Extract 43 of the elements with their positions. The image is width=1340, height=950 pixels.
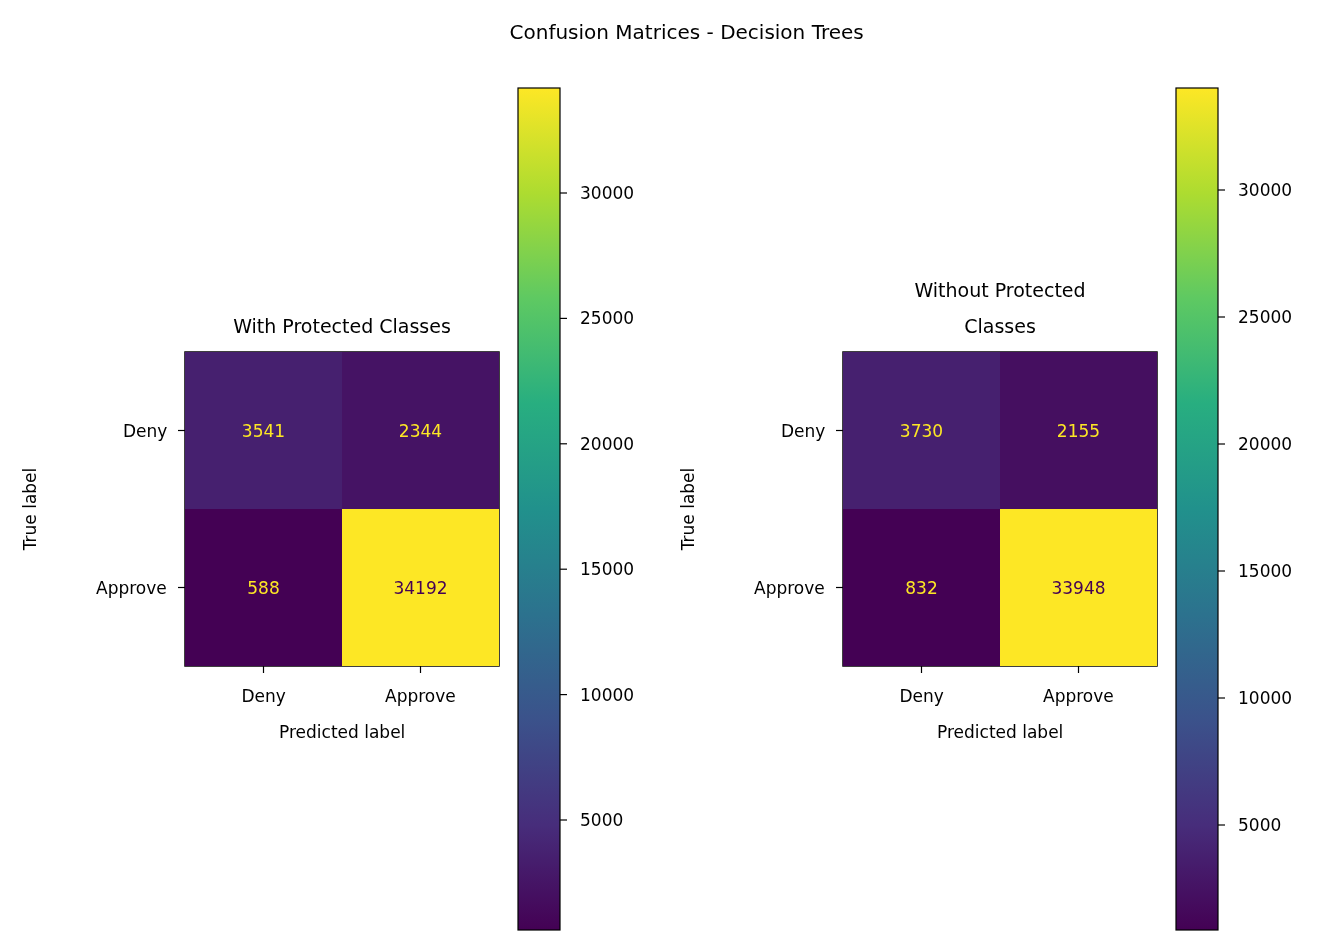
cell-value: 3541 <box>241 420 286 441</box>
colorbar-tick-label: 20000 <box>580 433 635 454</box>
matrix-cell <box>342 352 499 509</box>
matrix-cell <box>185 352 342 509</box>
matrix-cell <box>843 352 1000 509</box>
colorbar-tick-label: 30000 <box>580 183 635 203</box>
matrix-cell <box>843 509 1000 666</box>
colorbar-tick-label: 25000 <box>1238 307 1293 327</box>
matrix-cell <box>1000 509 1157 666</box>
y-tick-label: Deny <box>123 420 168 441</box>
x-tick-label: Approve <box>1043 686 1114 706</box>
x-tick-label: Deny <box>241 686 286 706</box>
y-tick-label: Deny <box>781 420 826 441</box>
matrix-cell <box>1000 352 1157 509</box>
colorbar-tick-label: 20000 <box>1238 434 1293 454</box>
colorbar-tick-label: 10000 <box>580 684 635 705</box>
cell-value: 34192 <box>393 577 448 598</box>
cell-value: 832 <box>905 577 938 598</box>
y-axis-label: True label <box>677 467 698 551</box>
y-tick-label: Approve <box>96 577 167 598</box>
matrix-cell <box>342 509 499 666</box>
cell-value: 588 <box>247 577 280 598</box>
cell-value: 33948 <box>1051 577 1106 598</box>
x-tick-label: Approve <box>385 686 456 706</box>
cell-value: 2155 <box>1056 420 1101 441</box>
colorbar-tick-label: 25000 <box>580 308 635 329</box>
colorbar-tick-label: 15000 <box>1238 561 1293 581</box>
chart-title: Confusion Matrices - Decision Trees <box>509 22 864 42</box>
matrix-cell <box>185 509 342 666</box>
colorbar-tick-label: 10000 <box>1238 688 1293 708</box>
subplot-title: Without Protected Classes <box>913 278 1087 339</box>
colorbar-tick-label: 5000 <box>1238 815 1282 835</box>
y-tick-label: Approve <box>754 577 825 598</box>
x-axis-label: Predicted label <box>279 722 406 742</box>
x-axis-label: Predicted label <box>937 722 1064 742</box>
colorbar-tick-label: 15000 <box>580 559 635 580</box>
cell-value: 3730 <box>899 420 944 441</box>
cell-value: 2344 <box>398 420 443 441</box>
colorbar-tick-label: 30000 <box>1238 180 1293 200</box>
colorbar-tick-label: 5000 <box>580 810 624 830</box>
y-axis-label: True label <box>19 467 40 551</box>
x-tick-label: Deny <box>899 686 944 706</box>
subplot-title: With Protected Classes <box>232 314 452 339</box>
